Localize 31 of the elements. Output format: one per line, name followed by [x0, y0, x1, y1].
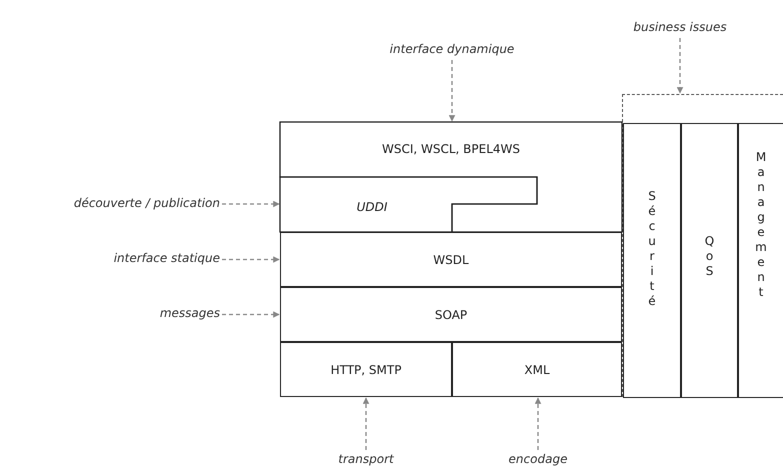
layer-label: HTTP, SMTP: [330, 362, 402, 376]
layer-box: [280, 287, 622, 342]
annotation-label: découverte / publication: [0, 196, 220, 212]
layer-label: WSCI, WSCL, BPEL4WS: [382, 142, 520, 156]
arrow: [362, 397, 370, 450]
layer-box: [681, 123, 738, 398]
annotation-label: business issues: [600, 20, 760, 36]
layer-box: [623, 123, 681, 398]
layer-box: [452, 342, 622, 397]
layer-box: [280, 342, 452, 397]
arrow: [534, 397, 542, 450]
layer-label: Sécurité: [646, 188, 658, 308]
layer-box: [280, 232, 622, 287]
annotation-label: interface dynamique: [352, 42, 552, 58]
layer-label: SOAP: [434, 308, 468, 322]
layer-label: UDDI: [356, 200, 388, 214]
layer-label: Management: [755, 150, 767, 300]
layer-box: [738, 123, 783, 398]
arrow: [676, 38, 684, 94]
annotation-label: transport: [306, 452, 426, 468]
dashed-bracket: [622, 94, 783, 397]
layer-label: QoS: [704, 234, 716, 278]
arrow: [222, 200, 280, 208]
arrow: [222, 256, 280, 263]
annotation-label: messages: [0, 306, 220, 322]
annotation-label: encodage: [478, 452, 598, 468]
arrow: [448, 60, 456, 122]
annotation-label: interface statique: [0, 251, 220, 267]
layer-label: WSDL: [433, 252, 469, 266]
layer-label: XML: [524, 362, 550, 376]
arrow: [222, 311, 280, 318]
